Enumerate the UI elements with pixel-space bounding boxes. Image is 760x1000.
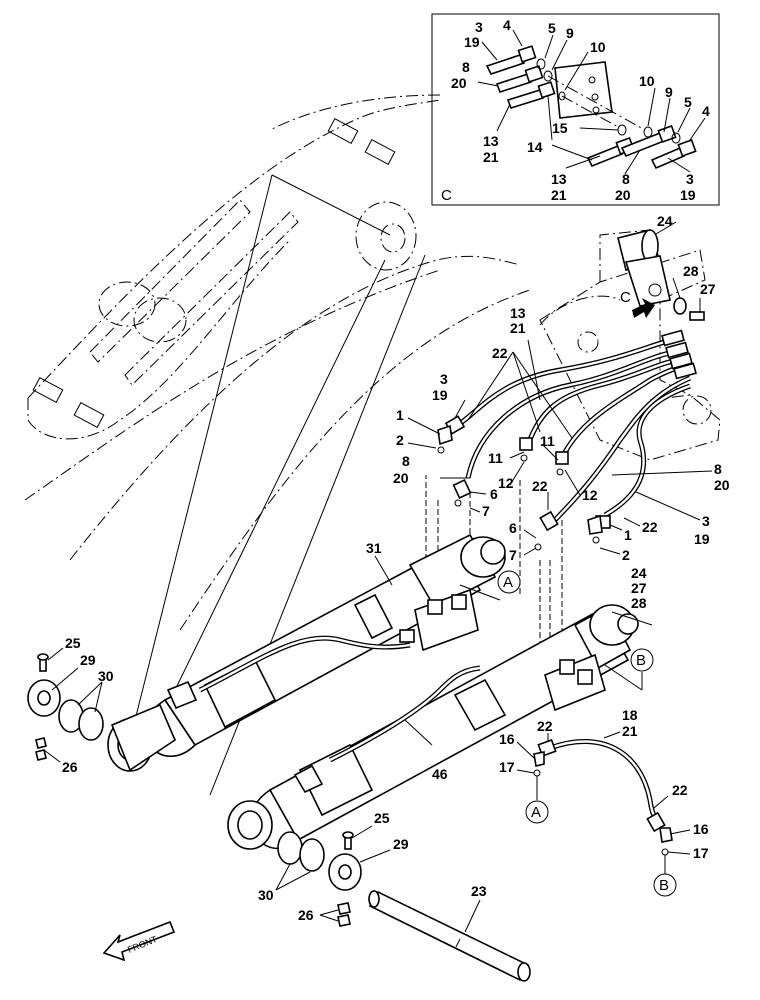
label-17-right: 17	[693, 845, 709, 861]
label-8: 8	[402, 453, 410, 469]
label-9-right: 9	[665, 84, 673, 100]
label-4-right: 4	[702, 103, 710, 119]
label-25: 25	[65, 635, 81, 651]
label-21: 21	[483, 149, 499, 165]
label-22-hose: 22	[537, 718, 553, 734]
label-22-hose-end: 22	[672, 782, 688, 798]
label-13-bottom: 13	[551, 171, 567, 187]
label-2-right: 2	[622, 547, 630, 563]
callout-b-bottom: B	[653, 873, 677, 897]
label-27-lower: 27	[631, 580, 647, 596]
label-17: 17	[499, 759, 515, 775]
cylinder-46	[227, 604, 653, 850]
label-7: 7	[482, 503, 490, 519]
callout-a-mid: A	[497, 570, 521, 594]
label-c-arrow: C	[620, 289, 631, 306]
label-6-mid: 6	[509, 520, 517, 536]
label-23: 23	[471, 883, 487, 899]
label-3: 3	[475, 19, 483, 35]
label-19: 19	[464, 34, 480, 50]
label-8: 8	[462, 59, 470, 75]
label-20: 20	[393, 470, 409, 486]
label-16: 16	[499, 731, 515, 747]
label-24-lower: 24	[631, 565, 647, 581]
label-11-right: 11	[540, 433, 555, 449]
left-rod-end-parts	[27, 647, 104, 763]
label-19-right: 19	[694, 531, 710, 547]
label-3: 3	[440, 371, 448, 387]
label-19-bottom: 19	[680, 187, 696, 203]
label-12: 12	[498, 475, 514, 491]
cylinder-31	[107, 533, 506, 772]
label-30-bottom: 30	[258, 887, 274, 903]
label-31: 31	[366, 540, 382, 556]
callout-b: B	[636, 652, 646, 669]
callout-b-mid: B	[630, 648, 654, 672]
label-21-bottom: 21	[551, 187, 567, 203]
callout-a-2: A	[531, 804, 541, 821]
label-20-bottom: 20	[615, 187, 631, 203]
label-11: 11	[488, 450, 503, 466]
label-15: 15	[552, 120, 568, 136]
detail-c-inset: C	[431, 13, 720, 206]
part-labels: 24 28 27 C 13 21 22 3 19 1 2 11 12 11 8 …	[62, 213, 730, 923]
label-1-right: 1	[624, 527, 632, 543]
label-21: 21	[510, 320, 526, 336]
label-13: 13	[510, 305, 526, 321]
label-6: 6	[490, 486, 498, 502]
label-30: 30	[98, 668, 114, 684]
inset-frame	[431, 13, 720, 206]
label-26-bottom: 26	[298, 907, 314, 923]
label-26: 26	[62, 759, 78, 775]
label-1: 1	[396, 407, 404, 423]
label-22-right: 22	[642, 519, 658, 535]
callout-b-2: B	[659, 877, 669, 894]
label-3-bottom: 3	[686, 171, 694, 187]
label-5: 5	[548, 20, 556, 36]
label-24: 24	[657, 213, 673, 229]
label-2: 2	[396, 432, 404, 448]
label-13: 13	[483, 133, 499, 149]
label-14: 14	[527, 139, 543, 155]
label-7-mid: 7	[509, 547, 517, 563]
hydraulic-hoses	[437, 329, 697, 551]
label-28-lower: 28	[631, 595, 647, 611]
label-16-right: 16	[693, 821, 709, 837]
label-10-right: 10	[639, 73, 655, 89]
callout-a: A	[503, 574, 513, 591]
hose-18	[516, 731, 691, 874]
label-25-bottom: 25	[374, 810, 390, 826]
label-9: 9	[566, 25, 574, 41]
label-28: 28	[683, 263, 699, 279]
manifold-block	[554, 61, 613, 119]
label-12-right: 12	[582, 487, 598, 503]
label-29-bottom: 29	[393, 836, 409, 852]
label-5-right: 5	[684, 94, 692, 110]
label-8-bottom: 8	[622, 171, 630, 187]
label-19: 19	[432, 387, 448, 403]
boom-outline	[24, 94, 531, 796]
label-21-hose: 21	[622, 723, 638, 739]
label-27: 27	[700, 281, 716, 297]
label-20: 20	[451, 75, 467, 91]
inset-label: C	[441, 187, 452, 204]
label-46: 46	[432, 766, 448, 782]
label-18: 18	[622, 707, 638, 723]
label-4: 4	[503, 17, 511, 33]
label-10: 10	[590, 39, 606, 55]
label-8-right: 8	[714, 461, 722, 477]
bottom-pin-parts	[275, 825, 531, 982]
front-direction-arrow: FRONT	[102, 920, 176, 962]
callout-a-bottom: A	[525, 800, 549, 824]
label-20-right: 20	[714, 477, 730, 493]
fitting-upper-left	[485, 54, 526, 75]
label-22-mid: 22	[532, 478, 548, 494]
label-29: 29	[80, 652, 96, 668]
label-3-right: 3	[702, 513, 710, 529]
label-22: 22	[492, 345, 508, 361]
